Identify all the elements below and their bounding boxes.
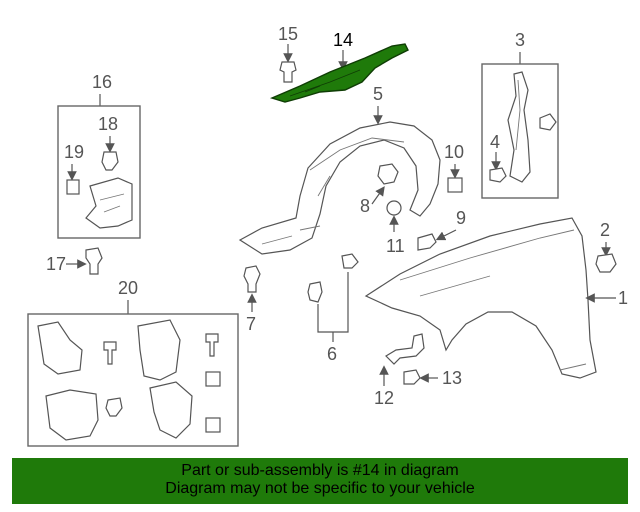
part-3-bracket[interactable] <box>507 71 531 183</box>
part-15-group[interactable]: 15 <box>278 24 298 83</box>
part-20-mudflap-c[interactable] <box>45 389 99 441</box>
callout-18: 18 <box>98 114 118 134</box>
callout-13: 13 <box>442 368 462 388</box>
callout-10: 10 <box>444 142 464 162</box>
part-3-group[interactable]: 3 4 <box>481 30 559 199</box>
part-20-nut-a[interactable] <box>205 371 221 387</box>
part-16-group[interactable]: 16 18 19 <box>57 72 141 239</box>
part-19-nut[interactable] <box>66 179 80 195</box>
part-17-clip[interactable] <box>85 247 103 275</box>
part-1-detail <box>399 229 587 371</box>
part-7-group[interactable]: 7 <box>243 265 261 334</box>
banner-line-1: Part or sub-assembly is #14 in diagram <box>181 462 459 479</box>
part-17-group[interactable]: 17 <box>46 247 103 275</box>
callout-9: 9 <box>456 208 466 228</box>
callout-11: 11 <box>386 236 405 256</box>
part-2-bolt[interactable] <box>595 253 617 273</box>
part-10-group[interactable]: 10 <box>444 142 464 193</box>
part-10-nut[interactable] <box>447 177 463 193</box>
part-7-clip[interactable] <box>243 265 261 293</box>
part-2-group[interactable]: 2 <box>595 220 617 273</box>
part-14-group[interactable]: 14 <box>269 30 409 103</box>
part-20-group[interactable]: 20 <box>27 278 239 447</box>
callout-14: 14 <box>333 30 353 50</box>
part-12-group[interactable]: 12 <box>374 333 425 408</box>
callout-16: 16 <box>92 72 112 92</box>
part-20-mudflap-b[interactable] <box>137 319 181 381</box>
part-20-nut-b[interactable] <box>205 417 221 433</box>
part-11-group[interactable]: 11 <box>386 200 405 256</box>
part-14-detail <box>289 69 361 97</box>
parts-diagram: 14 15 3 4 16 18 19 17 <box>27 24 628 447</box>
part-5-group[interactable]: 5 <box>238 84 441 255</box>
part-11-grommet[interactable] <box>386 200 402 216</box>
part-8-fastener[interactable] <box>377 163 399 185</box>
info-banner: Part or sub-assembly is #14 in diagram D… <box>12 458 628 504</box>
part-20-screw-b[interactable] <box>205 333 219 357</box>
part-4-clip[interactable] <box>489 167 507 183</box>
part-8-group[interactable]: 8 <box>360 163 399 216</box>
part-5-liner[interactable] <box>238 121 441 255</box>
part-20-clip[interactable] <box>105 397 123 417</box>
callout-6: 6 <box>327 344 337 364</box>
part-20-mudflap-d[interactable] <box>149 381 193 439</box>
callout-8: 8 <box>360 196 370 216</box>
callout-2: 2 <box>600 220 610 240</box>
part-5-ribs <box>261 137 405 245</box>
part-13-group[interactable]: 13 <box>403 368 462 388</box>
callout-4: 4 <box>490 132 500 152</box>
part-3-detail <box>515 79 521 151</box>
part-20-mudflap-a[interactable] <box>37 321 83 375</box>
leader-9 <box>435 229 457 241</box>
part-1-fender[interactable] <box>364 217 597 379</box>
part-18-clip[interactable] <box>101 151 119 171</box>
part-6-group[interactable]: 6 <box>307 253 359 364</box>
part-15-clip[interactable] <box>279 61 297 83</box>
part-9-bolt[interactable] <box>417 233 437 251</box>
part-14-shape[interactable] <box>269 43 409 103</box>
callout-3: 3 <box>515 30 525 50</box>
callout-12: 12 <box>374 388 394 408</box>
part-20-screw-a[interactable] <box>103 341 117 365</box>
leader-8 <box>371 186 385 205</box>
part-3-screw[interactable] <box>539 113 557 131</box>
callout-20: 20 <box>118 278 138 298</box>
part-16-detail <box>99 193 125 213</box>
callout-19: 19 <box>64 142 84 162</box>
part-6-clip-a[interactable] <box>307 281 323 303</box>
leader-6 <box>317 272 349 333</box>
part-16-splash-guard[interactable] <box>85 177 133 229</box>
callout-7: 7 <box>246 314 256 334</box>
part-12-bracket[interactable] <box>385 333 425 365</box>
callout-5: 5 <box>373 84 383 104</box>
part-6-clip-b[interactable] <box>341 253 359 269</box>
banner-line-2: Diagram may not be specific to your vehi… <box>165 480 475 497</box>
part-9-group[interactable]: 9 <box>417 208 466 251</box>
part-1-group[interactable]: 1 <box>364 217 628 379</box>
callout-15: 15 <box>278 24 298 44</box>
part-13-bolt[interactable] <box>403 369 421 385</box>
callout-1: 1 <box>618 288 628 308</box>
callout-17: 17 <box>46 254 66 274</box>
